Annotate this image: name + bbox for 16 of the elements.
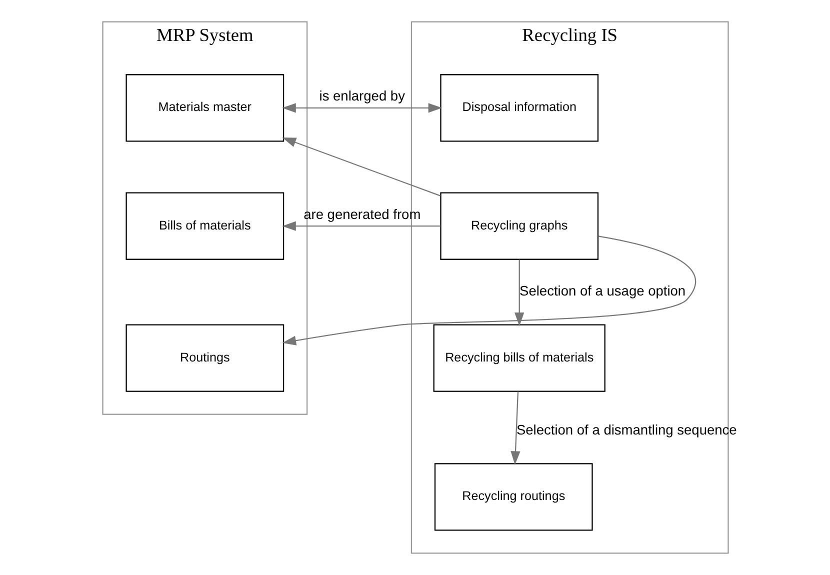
node-box: Recycling graphs (440, 192, 598, 260)
node-box: Routings (125, 324, 284, 392)
node-box: Materials master (125, 74, 284, 142)
arrow (510, 392, 520, 465)
arrow (282, 103, 442, 113)
edge-label: is enlarged by (318, 88, 404, 104)
node-box: Bills of materials (125, 192, 284, 260)
node-box: Recycling routings (434, 463, 592, 531)
arrow (282, 138, 440, 196)
arrow (282, 221, 440, 231)
edge-label: Selection of a usage option (519, 284, 686, 299)
edge-label: Selection of a dismantling sequence (516, 422, 736, 438)
arrow (282, 236, 696, 346)
node-box: Recycling bills of materials (432, 324, 605, 392)
arrow (514, 260, 524, 326)
node-box: Disposal information (440, 74, 598, 142)
